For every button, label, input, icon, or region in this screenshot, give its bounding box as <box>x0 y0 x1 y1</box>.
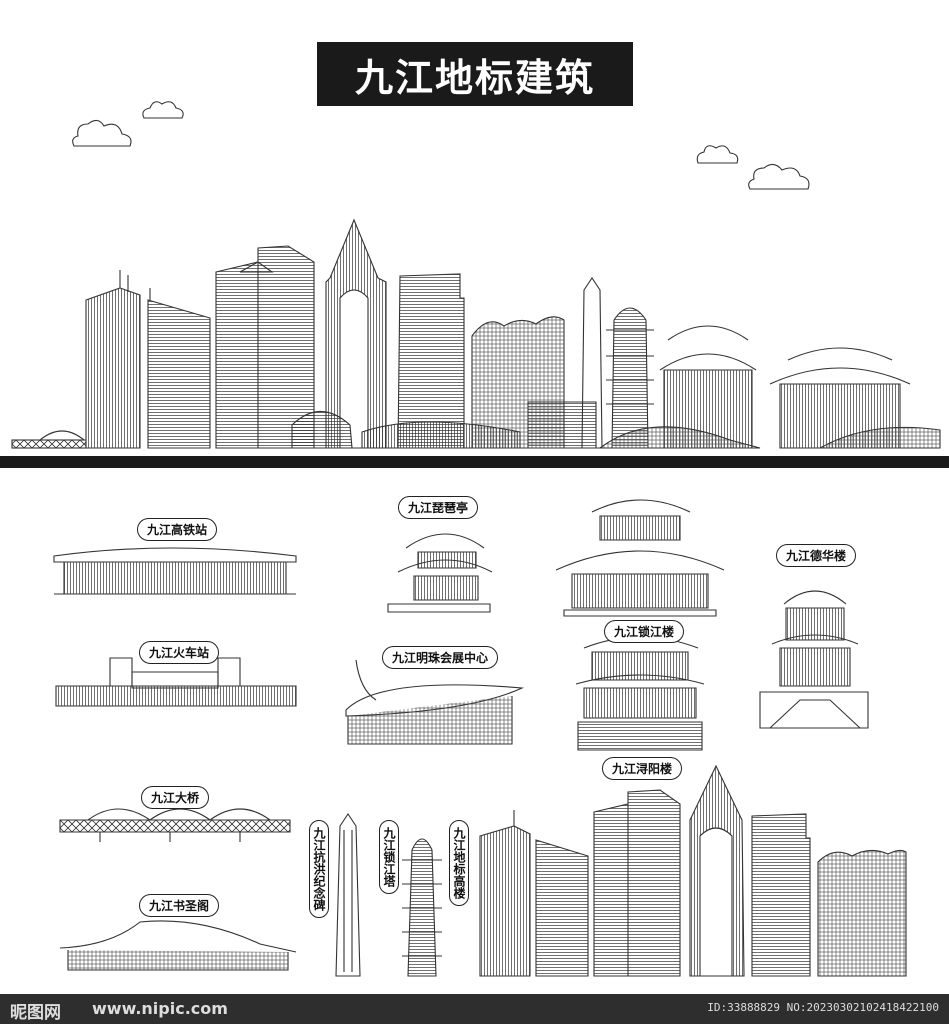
mingzhu-convention-drawing <box>345 659 525 745</box>
label-shusheng-pavilion: 九江书圣阁 <box>139 894 220 917</box>
skyline <box>0 218 949 468</box>
cloud-icon <box>748 163 810 190</box>
watermark-logo: 昵图网 <box>10 1003 61 1023</box>
xunyang-tower-drawing <box>575 636 705 751</box>
daqiao-bridge-drawing <box>59 808 291 842</box>
label-daqiao-bridge: 九江大桥 <box>141 786 210 809</box>
page-title: 九江地标建筑 <box>317 42 633 106</box>
landmark-towers-drawing <box>479 764 907 977</box>
cloud-icon <box>72 119 132 147</box>
cloud-icon <box>142 101 184 119</box>
label-gaotie-station: 九江高铁站 <box>137 518 218 541</box>
kanghong-monument-drawing <box>335 813 361 977</box>
landmarks-drawing <box>0 101 949 977</box>
dehua-tower-drawing <box>759 590 869 729</box>
label-mingzhu-convention: 九江明珠会展中心 <box>382 646 499 669</box>
label-pipa-pavilion: 九江琵琶亭 <box>398 496 479 519</box>
watermark-id: ID:33888829 NO:20230302102418422100 <box>707 1001 939 1014</box>
label-suojiang-pagoda: 九江锁江塔 <box>379 820 399 894</box>
label-dehua-tower: 九江德华楼 <box>776 544 857 567</box>
cloud-icon <box>696 145 739 164</box>
label-suojiang-hall: 九江锁江楼 <box>604 620 685 643</box>
label-huoche-station: 九江火车站 <box>139 641 220 664</box>
watermark-url: www.nipic.com <box>92 999 228 1018</box>
huoche-station-drawing <box>55 657 297 707</box>
shusheng-pavilion-drawing <box>59 920 297 971</box>
label-landmark-towers: 九江地标高楼 <box>449 820 469 906</box>
pipa-pavilion-drawing <box>387 533 493 613</box>
gaotie-station-drawing <box>53 547 297 595</box>
suojiang-pagoda-drawing <box>402 838 442 977</box>
watermark-bar <box>0 994 949 1024</box>
label-xunyang-tower: 九江浔阳楼 <box>602 757 683 780</box>
suojiang-hall-drawing <box>555 499 725 617</box>
label-kanghong-monument: 九江抗洪纪念碑 <box>309 820 329 918</box>
